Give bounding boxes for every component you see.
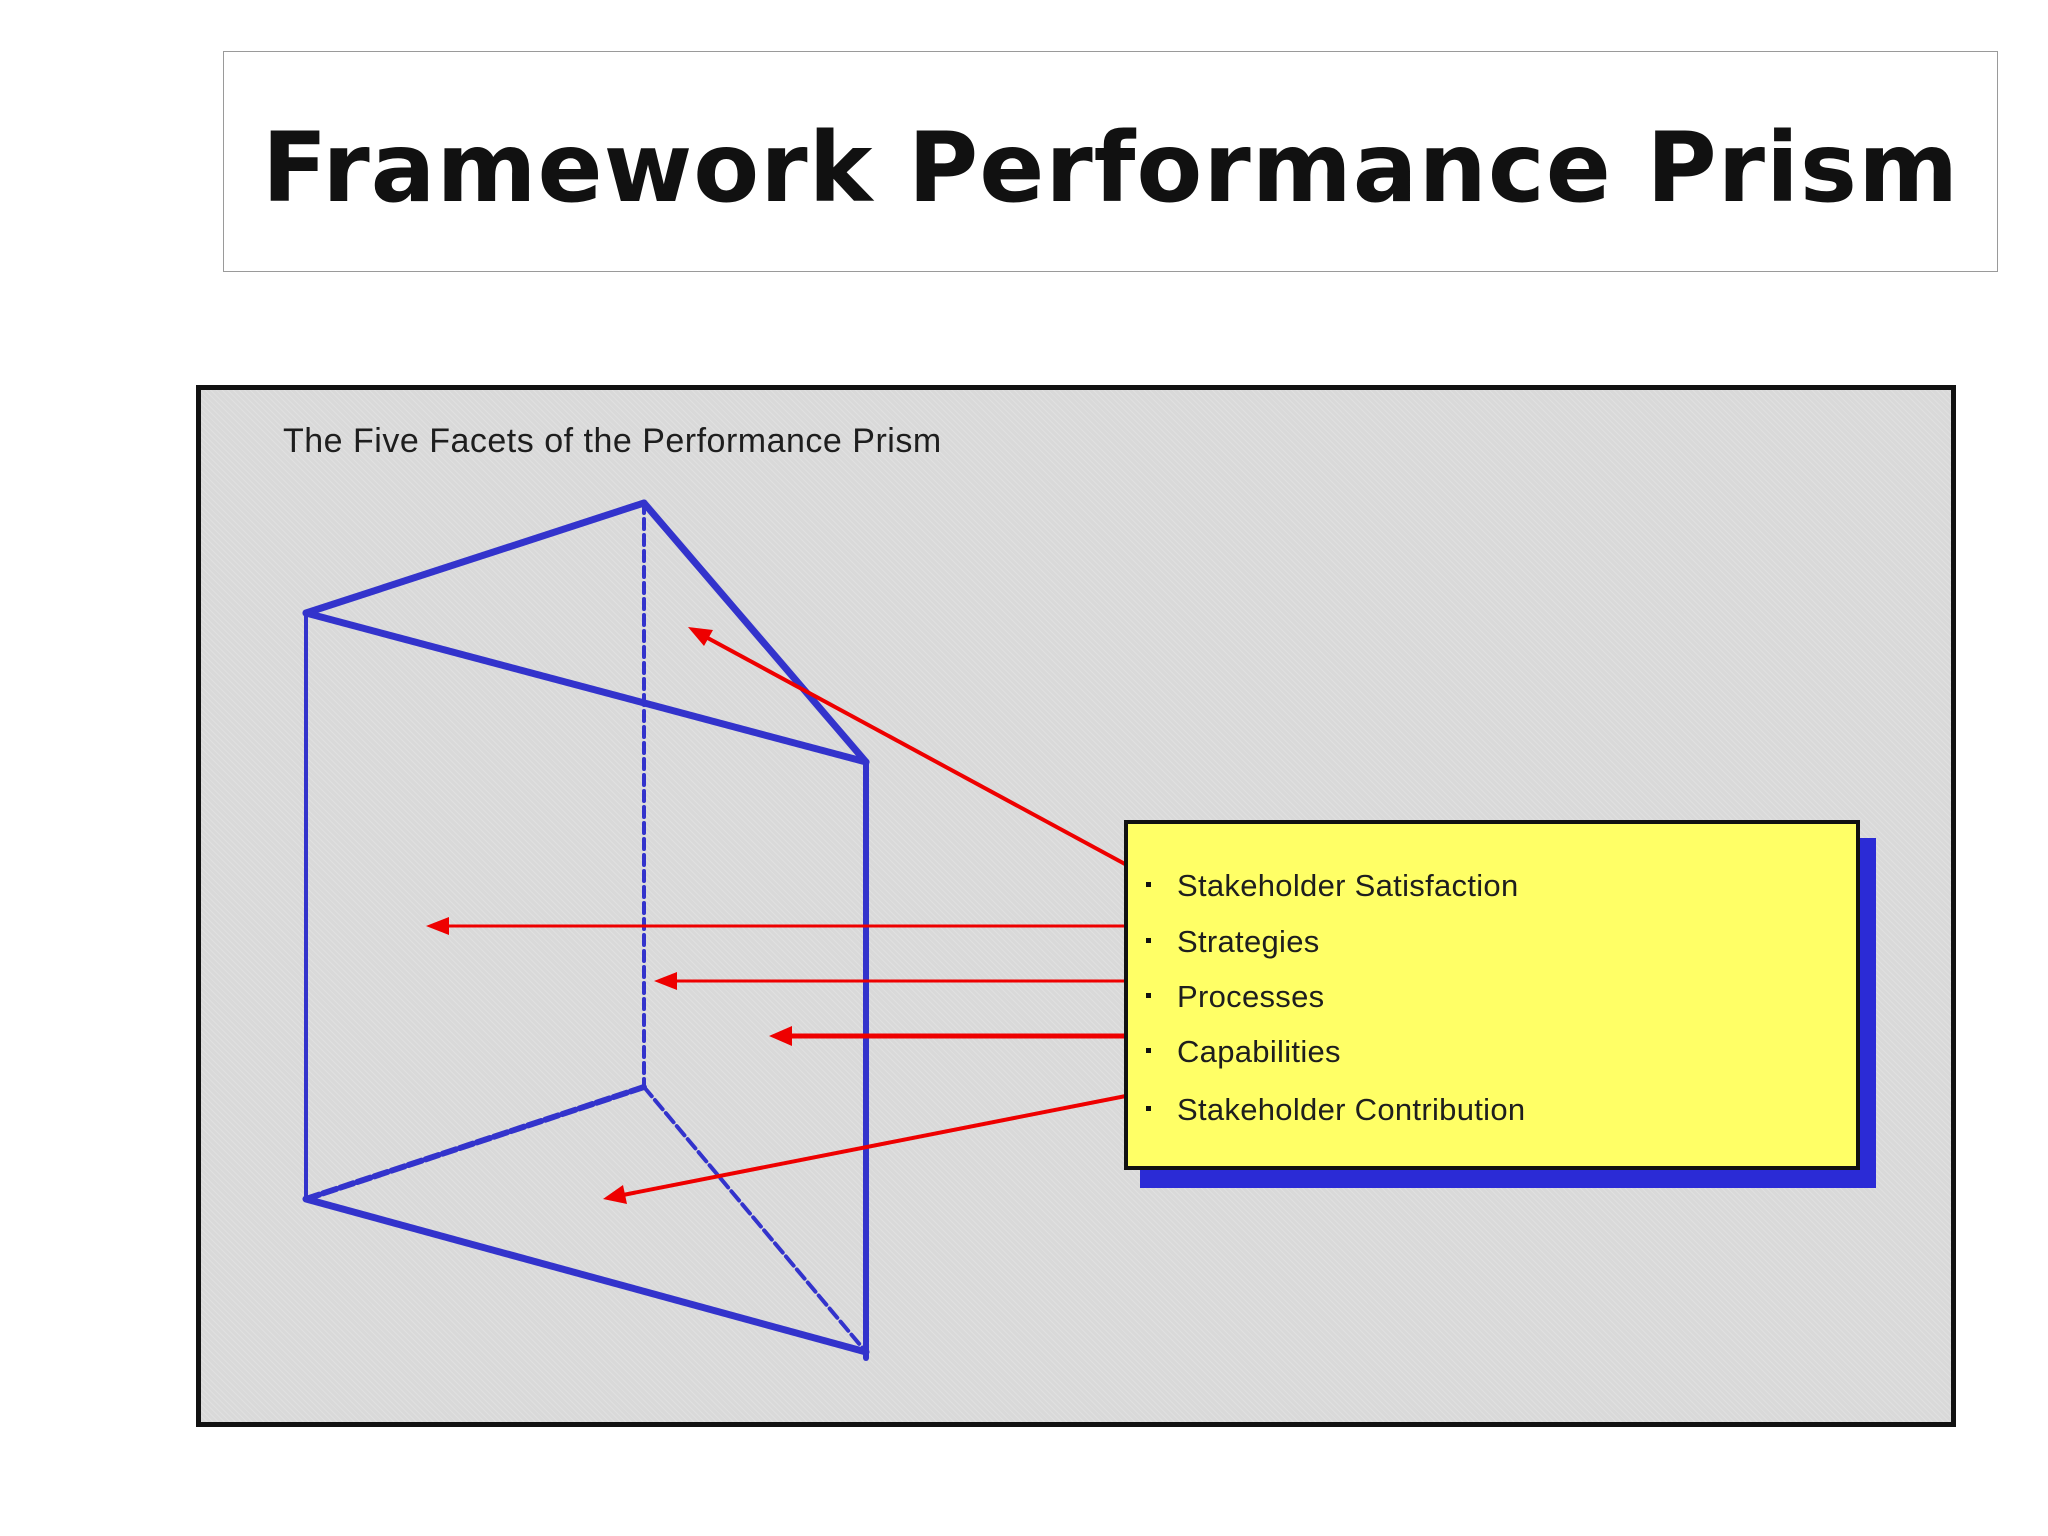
- prism-shape: [302, 499, 870, 1361]
- facet-arrows: [426, 627, 1137, 1204]
- facet-list: Stakeholder Satisfaction Strategies Proc…: [1128, 824, 1856, 1166]
- prism-edge-bottom-front: [302, 1195, 870, 1356]
- facet-item-processes: Processes: [1146, 979, 1324, 1015]
- prism-edge-bottom-back-right: [642, 1085, 868, 1354]
- prism-edge-top-left: [302, 499, 648, 617]
- arrow-stakeholder-contribution: [622, 1092, 1137, 1197]
- facet-label: Stakeholder Satisfaction: [1177, 868, 1519, 903]
- page-title: Framework Performance Prism: [261, 112, 1960, 224]
- title-box: Framework Performance Prism: [223, 51, 1998, 272]
- bullet-icon: [1146, 938, 1151, 944]
- facet-item-strategies: Strategies: [1146, 924, 1320, 960]
- prism-edge-top-right: [640, 499, 870, 766]
- facet-list-box: Stakeholder Satisfaction Strategies Proc…: [1124, 820, 1860, 1170]
- facet-label: Processes: [1177, 979, 1325, 1014]
- facet-item-stakeholder-satisfaction: Stakeholder Satisfaction: [1146, 868, 1519, 904]
- facet-label: Stakeholder Contribution: [1177, 1092, 1526, 1127]
- arrowhead-stakeholder-contribution: [603, 1185, 627, 1204]
- facet-label: Strategies: [1177, 924, 1320, 959]
- bullet-icon: [1146, 882, 1151, 888]
- arrowhead-stakeholder-satisfaction: [688, 627, 713, 646]
- arrowhead-strategies: [426, 917, 449, 935]
- bullet-icon: [1146, 1106, 1151, 1112]
- arrow-stakeholder-satisfaction: [703, 634, 1137, 872]
- bullet-icon: [1146, 993, 1151, 999]
- bullet-icon: [1146, 1048, 1151, 1054]
- prism-diagram: [302, 499, 1137, 1361]
- arrowhead-processes: [654, 972, 677, 990]
- facet-item-stakeholder-contribution: Stakeholder Contribution: [1146, 1092, 1525, 1128]
- facet-item-capabilities: Capabilities: [1146, 1034, 1341, 1070]
- prism-figure: The Five Facets of the Performance Prism: [196, 385, 1956, 1427]
- facet-label: Capabilities: [1177, 1034, 1341, 1069]
- prism-edge-bottom-back-left: [303, 1084, 647, 1202]
- prism-edge-top-front: [302, 609, 870, 766]
- figure-caption: The Five Facets of the Performance Prism: [283, 422, 942, 460]
- arrowhead-capabilities: [769, 1026, 792, 1046]
